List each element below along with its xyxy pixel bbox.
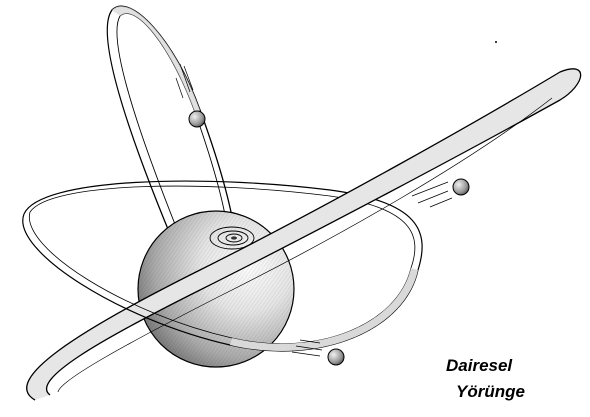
electron-bottom [328,349,344,365]
speck [495,41,497,43]
caption-line-2: Yörünge [456,383,525,400]
electron-right [453,179,469,195]
caption-line-1: Dairesel [446,357,512,374]
electron-top [189,111,205,127]
